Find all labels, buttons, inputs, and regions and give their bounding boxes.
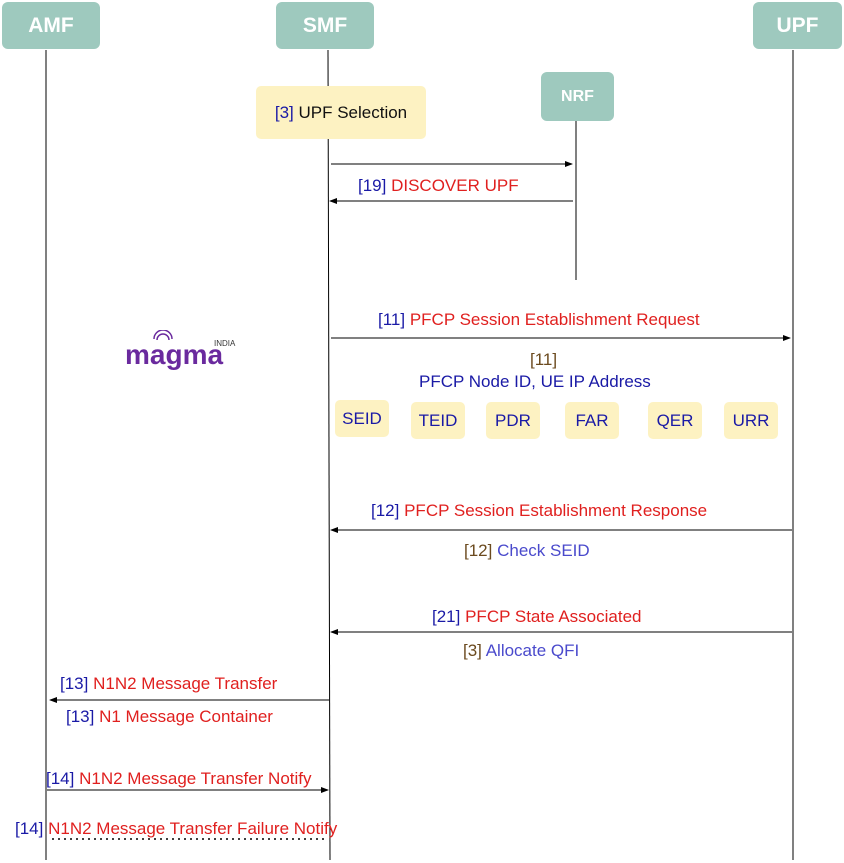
n1n2-transfer-text: N1N2 Message Transfer: [93, 674, 278, 693]
check-seid-text: Check SEID: [497, 541, 590, 560]
n1n2-notify-ref: [14]: [46, 769, 75, 788]
discover-ref: [19]: [358, 176, 387, 195]
state-assoc-text: PFCP State Associated: [465, 607, 642, 626]
check-seid-ref: [12]: [464, 541, 493, 560]
est-req-ref: [11]: [378, 310, 406, 329]
n1n2-transfer-label: [13] N1N2 Message Transfer: [60, 674, 277, 694]
est-resp-ref: [12]: [371, 501, 400, 520]
ie-block-text: PFCP Node ID, UE IP Address: [419, 372, 651, 391]
smf-actor: SMF: [276, 2, 374, 49]
ie-pdr: PDR: [486, 402, 540, 439]
smf-lifeline: [327, 49, 331, 861]
state-assoc-label: [21] PFCP State Associated: [432, 607, 642, 627]
upf-selection-note: [3] UPF Selection: [256, 86, 426, 139]
alloc-qfi-label: [3] Allocate QFI: [463, 641, 579, 661]
n1n2-notify-text: N1N2 Message Transfer Notify: [79, 769, 312, 788]
n1-container-ref: [13]: [66, 707, 95, 726]
alloc-qfi-ref: [3]: [463, 641, 482, 660]
amf-actor: AMF: [2, 2, 100, 49]
check-seid-label: [12] Check SEID: [464, 541, 590, 561]
n1n2-notify-label: [14] N1N2 Message Transfer Notify: [46, 769, 312, 789]
n1-container-label: [13] N1 Message Container: [66, 707, 273, 727]
ie-seid: SEID: [335, 400, 389, 437]
upf-actor: UPF: [753, 2, 842, 49]
upf-selection-ref: [3]: [274, 102, 294, 122]
ie-block-ref: [11]: [530, 350, 558, 369]
ie-urr: URR: [724, 402, 778, 439]
est-resp-label: [12] PFCP Session Establishment Response: [371, 501, 707, 521]
nrf-actor: NRF: [541, 72, 614, 121]
svg-text:INDIA: INDIA: [214, 339, 236, 348]
ie-teid: TEID: [411, 402, 465, 439]
est-req-text: PFCP Session Establishment Request: [409, 310, 700, 329]
magma-india-logo: magma INDIA: [125, 330, 236, 370]
n1n2-fail-text: N1N2 Message Transfer Failure Notify: [48, 819, 338, 838]
ie-far: FAR: [565, 402, 619, 439]
n1n2-fail-ref: [14]: [15, 819, 44, 838]
est-resp-text: PFCP Session Establishment Response: [404, 501, 708, 520]
ie-qer: QER: [648, 402, 702, 439]
svg-text:magma: magma: [125, 339, 223, 370]
state-assoc-ref: [21]: [432, 607, 461, 626]
upf-selection-text: UPF Selection: [298, 102, 408, 122]
n1n2-transfer-ref: [13]: [60, 674, 89, 693]
n1-container-text: N1 Message Container: [99, 707, 273, 726]
discover-label: [19] DISCOVER UPF: [358, 176, 519, 196]
discover-text: DISCOVER UPF: [391, 176, 519, 195]
n1n2-fail-label: [14] N1N2 Message Transfer Failure Notif…: [15, 819, 337, 839]
alloc-qfi-text: Allocate QFI: [485, 641, 580, 660]
est-req-label: [11] PFCP Session Establishment Request: [378, 310, 700, 330]
